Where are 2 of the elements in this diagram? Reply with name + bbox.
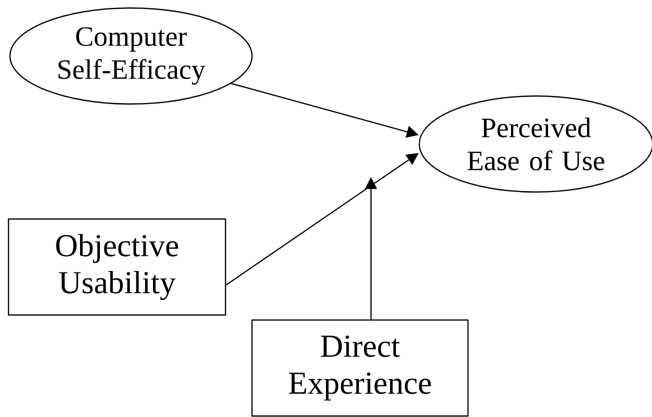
box: Direct Experience xyxy=(251,319,469,417)
box: Objective Usability xyxy=(8,218,226,316)
